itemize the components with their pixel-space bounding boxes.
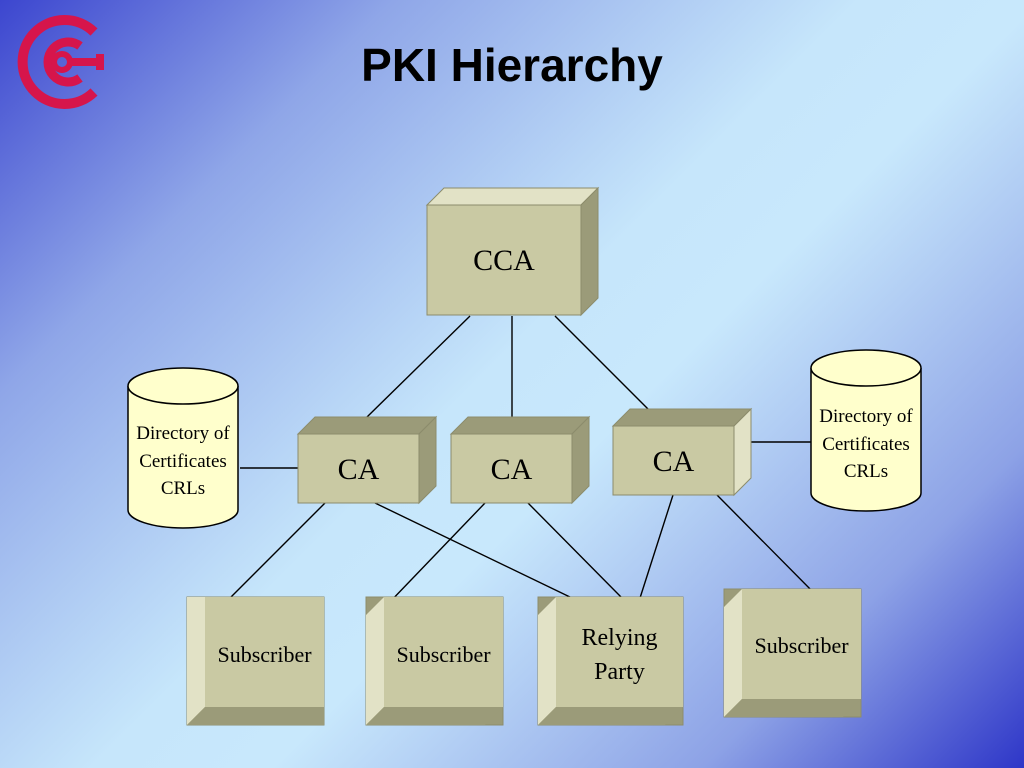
directory-label-right: Directory of Certificates CRLs [801, 403, 931, 486]
ca-box-3 [611, 407, 753, 497]
directory-label-left-line-3: CRLs [160, 478, 206, 500]
directory-label-right-line-2: Certificates [822, 433, 910, 455]
relying-party-label: Relying Party [556, 622, 683, 689]
subscriber-label-1: Subscriber [217, 642, 312, 667]
subscriber-box-3 [723, 588, 862, 718]
directory-cylinder-left [127, 367, 239, 529]
subscriber-label-2: Subscriber [396, 642, 491, 667]
connector-ca1-relying-party [374, 502, 573, 599]
directory-cylinder-right [810, 349, 922, 512]
ca-box-1 [296, 415, 438, 505]
directory-label-left-line-1: Directory of [136, 423, 230, 444]
connector-cca-ca1 [366, 315, 471, 418]
cca-label: CCA [473, 244, 535, 277]
ca-box-2 [449, 415, 591, 505]
subscriber-label-3: Subscriber [754, 633, 849, 658]
ca-label-3: CA [652, 445, 695, 478]
directory-label-left-line-2: Certificates [139, 450, 227, 472]
subscriber-box-1 [186, 596, 325, 726]
connectors [229, 315, 820, 606]
relying-party-label-line-2: Party [594, 658, 645, 685]
directory-label-right-line-1: Directory of [819, 406, 913, 427]
connector-ca1-subscriber1 [229, 502, 326, 599]
connector-ca2-subscriber2 [386, 502, 486, 606]
connector-ca3-subscriber3 [716, 494, 820, 599]
relying-party-label-line-1: Relying [581, 625, 658, 651]
connector-ca3-relying-party [639, 494, 674, 599]
cca-box [425, 186, 600, 317]
connector-cca-ca3 [554, 315, 649, 410]
subscriber-box-2 [365, 596, 504, 726]
connector-ca2-relying-party [527, 502, 623, 599]
slide-title: PKI Hierarchy [361, 39, 663, 91]
ca-label-1: CA [337, 453, 380, 486]
ca-label-2: CA [490, 453, 533, 486]
relying-party-box [537, 596, 684, 726]
directory-label-right-line-3: CRLs [843, 461, 889, 483]
circle-key-logo-icon [17, 15, 104, 109]
directory-label-left: Directory of Certificates CRLs [118, 420, 248, 503]
